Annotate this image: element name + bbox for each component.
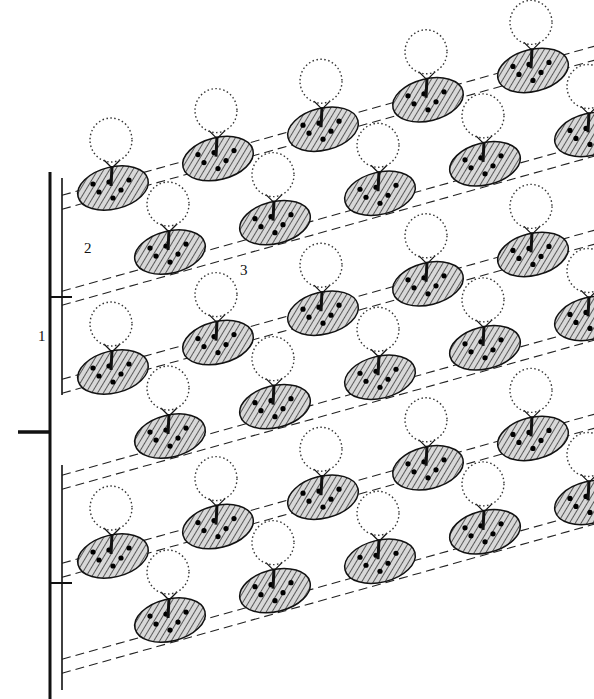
tree [493,184,573,283]
lateral-line [62,340,594,489]
tree [445,278,525,377]
tree [73,302,153,401]
tree [130,366,210,465]
tree [445,462,525,561]
tree [283,59,363,158]
tree [178,273,258,372]
tree [283,427,363,526]
tree [340,123,420,222]
callout-number: 3 [238,262,250,278]
tree [388,30,468,129]
tree [550,248,594,347]
tree [550,64,594,163]
lateral-line [62,524,594,673]
tree [493,368,573,467]
callout-number: 1 [36,328,48,344]
tree [340,307,420,406]
lateral-lines [62,46,594,673]
tree [388,398,468,497]
tree [73,118,153,217]
tree [235,337,315,436]
tree [445,94,525,193]
tree [130,182,210,281]
tree [550,432,594,531]
tree [388,214,468,313]
main-pipe [18,172,72,699]
tree-rows [73,0,594,649]
tree [235,153,315,252]
tree [235,521,315,620]
tree [283,243,363,342]
callout-number: 2 [82,240,94,256]
tree [178,457,258,556]
tree [130,550,210,649]
lateral-line [62,156,594,305]
tree [493,0,573,99]
tree [73,486,153,585]
tree [178,89,258,188]
tree [340,491,420,590]
